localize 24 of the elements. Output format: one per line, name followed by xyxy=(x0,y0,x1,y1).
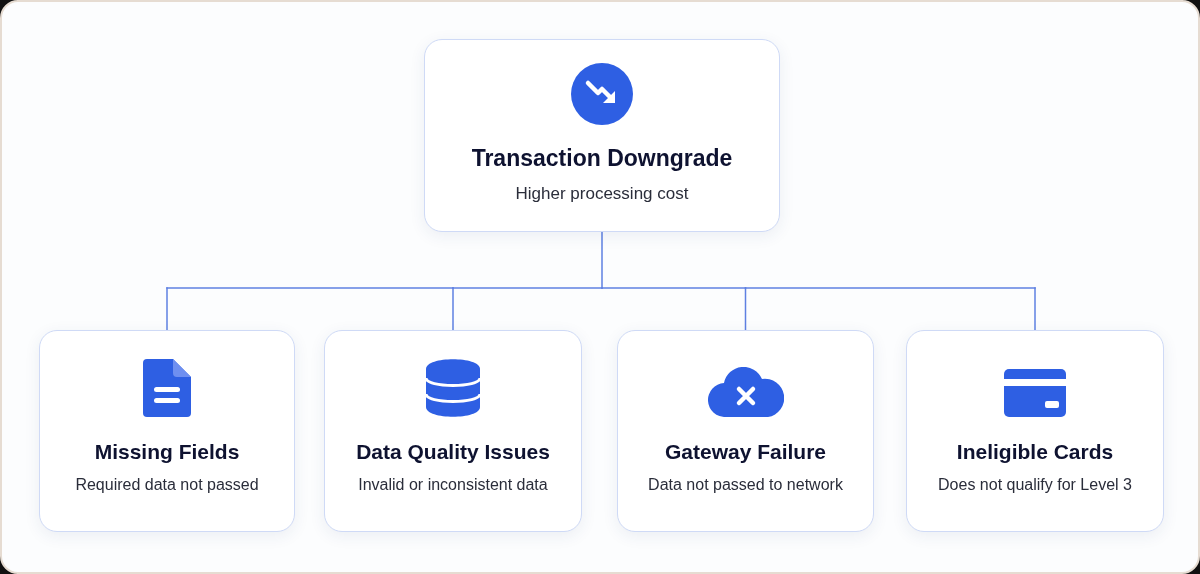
connector-line xyxy=(166,287,454,289)
connector-line xyxy=(1034,287,1036,331)
category-card xyxy=(39,330,295,532)
connector-line xyxy=(744,287,747,331)
card-subtitle: Required data not passed xyxy=(75,475,259,495)
category-card xyxy=(906,330,1164,532)
category-card xyxy=(617,330,874,532)
card-subtitle: Invalid or inconsistent data xyxy=(358,475,548,495)
connector-line xyxy=(452,287,603,289)
category-card xyxy=(424,39,780,232)
card-title: Missing Fields xyxy=(94,439,240,465)
card-title: Ineligible Cards xyxy=(956,439,1114,465)
card-subtitle: Higher processing cost xyxy=(515,183,689,205)
card-subtitle: Data not passed to network xyxy=(648,475,843,495)
connector-line xyxy=(166,287,168,331)
connector-line xyxy=(601,287,747,289)
card-title: Data Quality Issues xyxy=(356,439,550,465)
connector-line xyxy=(452,287,454,331)
connector-line xyxy=(744,287,1036,289)
category-card xyxy=(324,330,582,532)
card-title: Transaction Downgrade xyxy=(471,144,733,172)
connector-line xyxy=(601,231,603,289)
card-title: Gateway Failure xyxy=(664,439,827,465)
card-subtitle: Does not qualify for Level 3 xyxy=(938,475,1132,495)
